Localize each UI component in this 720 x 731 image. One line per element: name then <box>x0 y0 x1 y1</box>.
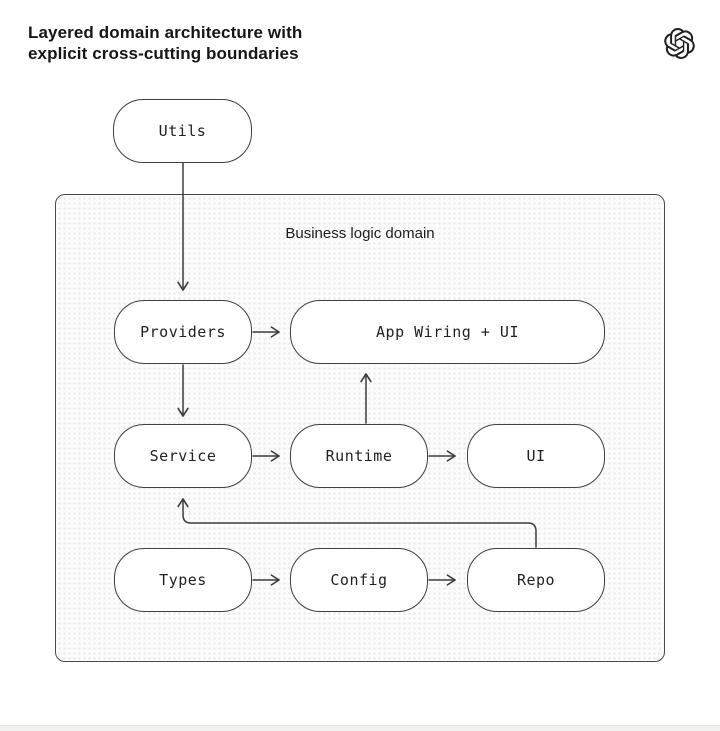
openai-logo-icon <box>664 28 695 59</box>
node-config-label: Config <box>330 571 388 589</box>
node-service: Service <box>114 424 252 488</box>
node-providers: Providers <box>114 300 252 364</box>
node-ui: UI <box>467 424 605 488</box>
page-title: Layered domain architecture with explici… <box>28 23 303 63</box>
node-repo: Repo <box>467 548 605 612</box>
node-repo-label: Repo <box>516 571 556 589</box>
node-utils: Utils <box>113 99 252 163</box>
node-ui-label: UI <box>526 447 546 465</box>
node-service-label: Service <box>149 447 217 465</box>
node-utils-label: Utils <box>158 122 207 140</box>
node-types-label: Types <box>159 571 207 589</box>
domain-label: Business logic domain <box>285 225 435 242</box>
node-runtime-label: Runtime <box>325 447 393 465</box>
node-runtime: Runtime <box>290 424 428 488</box>
node-config: Config <box>290 548 428 612</box>
node-types: Types <box>114 548 252 612</box>
bottom-edge-strip <box>0 725 720 731</box>
node-app-wiring-ui-label: App Wiring + UI <box>376 323 519 341</box>
node-providers-label: Providers <box>140 323 226 341</box>
node-app-wiring-ui: App Wiring + UI <box>290 300 605 364</box>
